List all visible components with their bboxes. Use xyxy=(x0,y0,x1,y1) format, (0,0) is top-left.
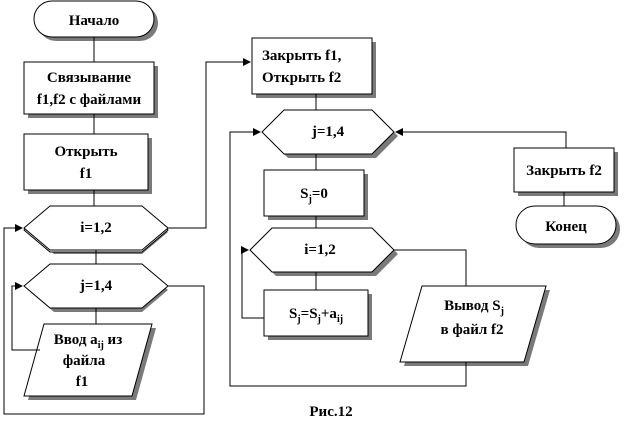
output-line2: в файл f2 xyxy=(440,322,503,338)
accum-s2-sub: j xyxy=(317,314,321,325)
loop-j2-hexagon: j=1,4 xyxy=(261,109,398,158)
start-label: Начало xyxy=(69,13,120,29)
input-aij-parallelogram: Ввод aij из файла f1 xyxy=(23,323,156,400)
close-f2-process: Закрыть f2 xyxy=(513,147,618,196)
close-open-line1: Закрыть f1, xyxy=(262,48,342,64)
init-s-prefix: S xyxy=(300,186,308,202)
open-f1-line2: f1 xyxy=(80,166,93,182)
connector-loopi2-output xyxy=(394,249,467,286)
loop-i1-label: i=1,2 xyxy=(80,220,111,236)
input-line1-sub: ij xyxy=(98,340,104,351)
output-line1-prefix: Вывод S xyxy=(444,298,500,314)
figure-caption: Рис.12 xyxy=(309,404,352,420)
close-open-line2: Открыть f2 xyxy=(262,70,341,86)
output-line1-sub: j xyxy=(500,306,504,317)
output-sj-parallelogram: Вывод Sj в файл f2 xyxy=(399,285,550,366)
start-terminator: Начало xyxy=(33,0,158,41)
input-line1-suffix: из xyxy=(104,332,122,348)
loop-j1-label: j=1,4 xyxy=(79,278,113,294)
loop-i2-label: i=1,2 xyxy=(304,242,335,258)
accum-eq: =S xyxy=(301,306,318,322)
loop-i1-return xyxy=(3,224,205,415)
input-line1-prefix: Ввод a xyxy=(54,332,98,348)
loop-i1-hexagon: i=1,2 xyxy=(23,205,169,254)
input-line1: Ввод aij из xyxy=(54,332,122,351)
loop-j1-hexagon: j=1,4 xyxy=(23,263,169,312)
input-line2: файла xyxy=(63,353,106,369)
accumulate-label: Sj=Sj+aij xyxy=(289,306,343,325)
bind-files-line1: Связывание xyxy=(47,70,131,86)
loop-j1-return xyxy=(11,282,40,351)
connector-loopj2-close-f2 xyxy=(395,128,567,154)
accum-a-sub: ij xyxy=(337,314,343,325)
end-terminator: Конец xyxy=(515,205,620,248)
bind-files-process: Связывание f1,f2 с файлами xyxy=(23,61,158,118)
loop-i2-hexagon: i=1,2 xyxy=(249,227,398,276)
init-s-suffix: =0 xyxy=(312,186,328,202)
accum-plus: +a xyxy=(321,306,338,322)
loop-j2-label: j=1,4 xyxy=(311,124,345,140)
loop-i2-return xyxy=(241,246,264,319)
close-f2-label: Закрыть f2 xyxy=(526,163,602,179)
init-s-sub: j xyxy=(307,194,311,205)
init-sj-process: Sj=0 xyxy=(263,169,368,220)
open-f1-line1: Открыть xyxy=(54,144,117,160)
accum-s1: S xyxy=(289,306,297,322)
accum-s1-sub: j xyxy=(296,314,300,325)
end-label: Конец xyxy=(545,219,587,235)
init-sj-label: Sj=0 xyxy=(300,186,328,205)
output-line1: Вывод Sj xyxy=(444,298,504,317)
input-line3: f1 xyxy=(76,374,89,390)
loop-j2-return xyxy=(229,128,467,387)
close-f1-open-f2-process: Закрыть f1, Открыть f2 xyxy=(251,37,376,98)
bind-files-line2: f1,f2 с файлами xyxy=(37,92,142,108)
open-f1-process: Открыть f1 xyxy=(23,133,152,194)
connector-loopi1-close xyxy=(168,58,251,229)
accumulate-process: Sj=Sj+aij xyxy=(263,289,372,340)
